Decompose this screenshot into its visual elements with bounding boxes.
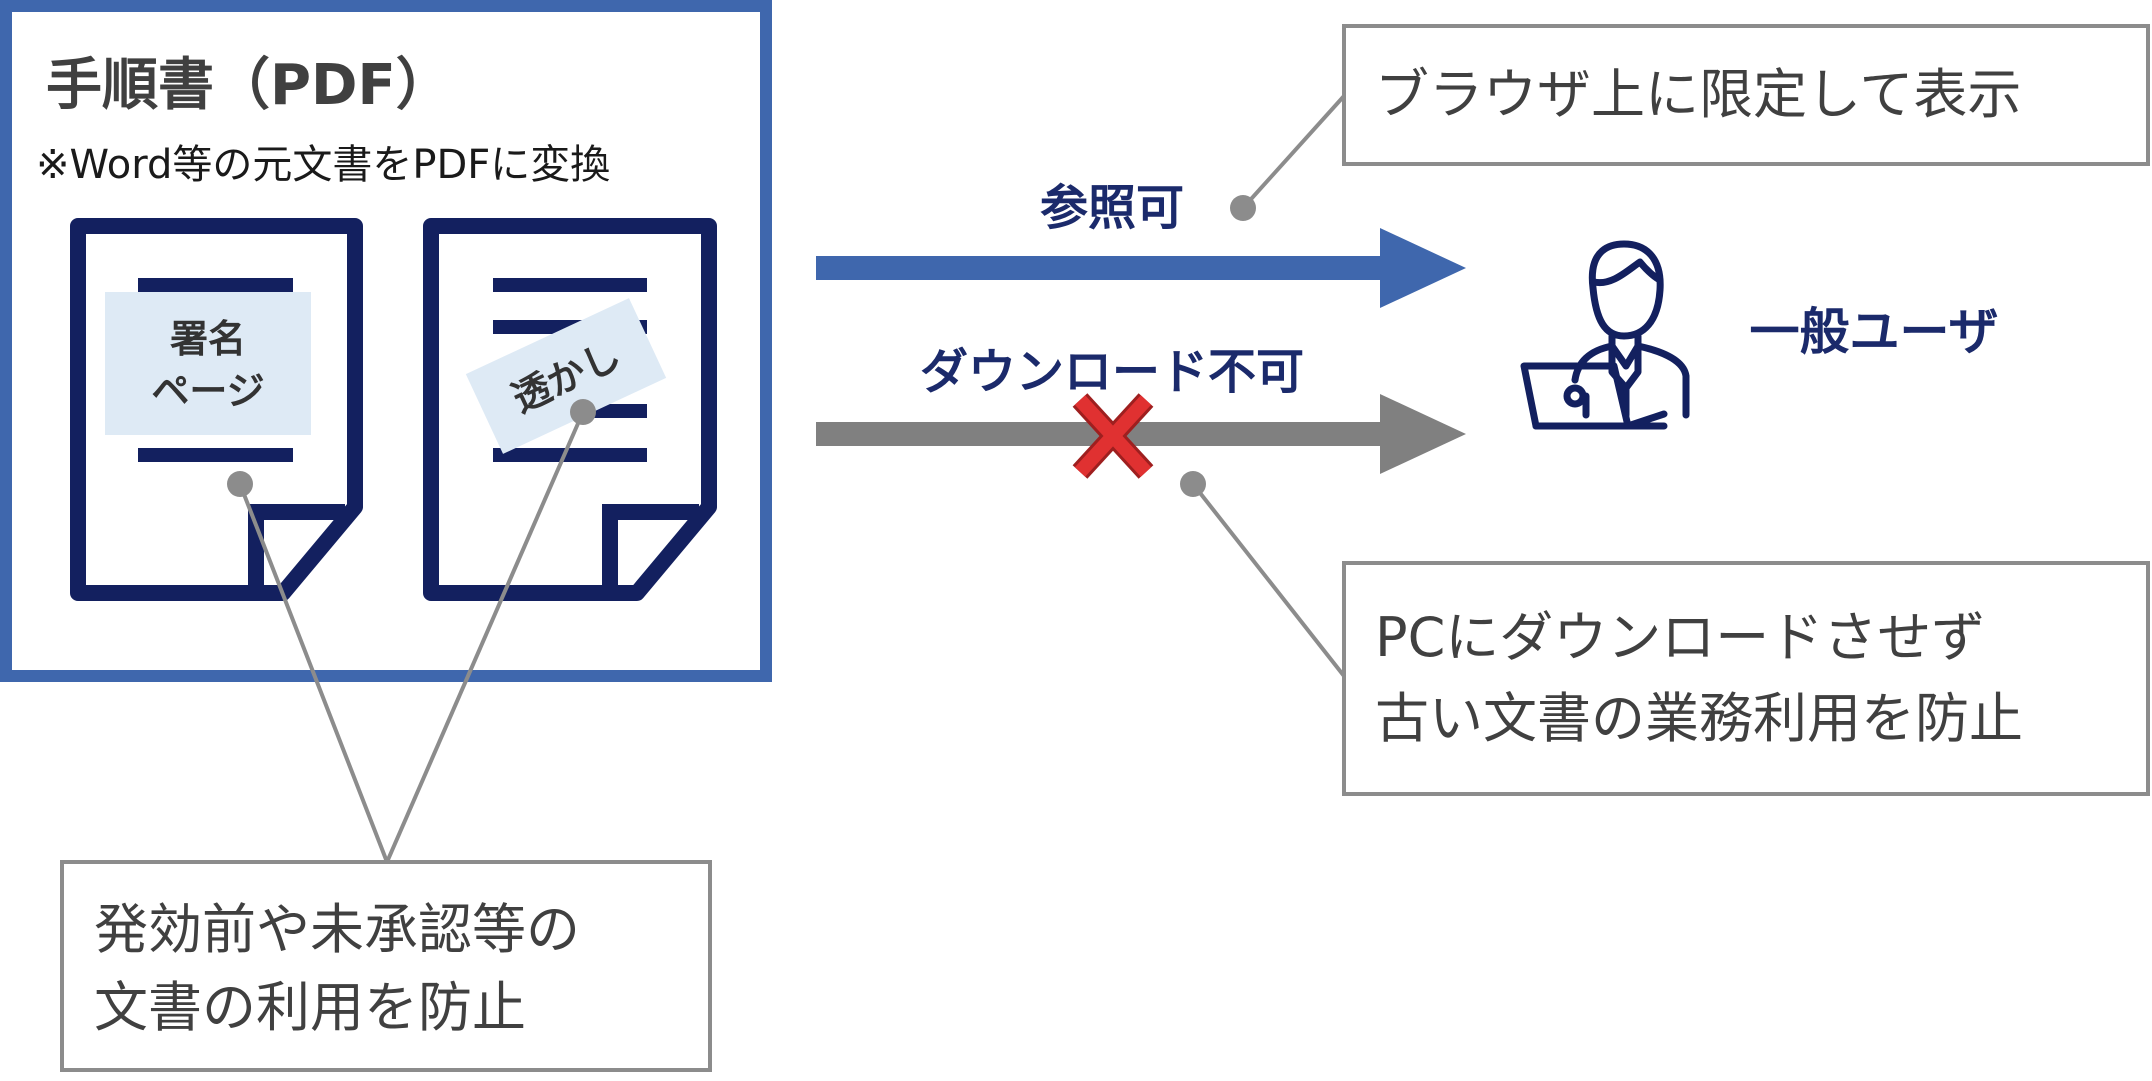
user-with-laptop-icon (1520, 240, 1690, 430)
leader-dots (227, 195, 1256, 497)
watermark-label: 透かし (465, 298, 667, 454)
download-blocked-label: ダウンロード不可 (920, 344, 1304, 400)
general-user-label: 一般ユーザ (1750, 303, 1999, 361)
prevent-use-text-line2: 文書の利用を防止 (94, 976, 526, 1039)
browser-only-callout: ブラウザ上に限定して表示 (1342, 24, 2150, 166)
no-download-text-line2: 古い文書の業務利用を防止 (1375, 687, 2023, 750)
pdf-panel-subtitle: ※Word等の元文書をPDFに変換 (36, 142, 610, 188)
signature-label-line1: 署名 (170, 317, 246, 361)
leader-lines (238, 94, 1346, 863)
view-allowed-label: 参照可 (1040, 180, 1184, 236)
prevent-use-text-line1: 発効前や未承認等の (94, 898, 580, 961)
browser-only-text: ブラウザ上に限定して表示 (1375, 63, 2021, 126)
no-download-callout: PCにダウンロードさせず 古い文書の業務利用を防止 (1342, 561, 2150, 796)
signature-page-label (105, 292, 311, 435)
view-allowed-arrow (816, 228, 1466, 308)
pdf-panel-title: 手順書（PDF） (46, 53, 452, 118)
no-download-text-line1: PCにダウンロードさせず (1375, 606, 1985, 669)
watermark-document-icon: 透かし (423, 218, 717, 601)
signature-document-icon: 署名 ページ (70, 218, 363, 601)
signature-label-line2: ページ (151, 369, 264, 413)
cross-icon (1072, 393, 1154, 479)
prevent-use-callout: 発効前や未承認等の 文書の利用を防止 (60, 860, 712, 1072)
pdf-panel: 手順書（PDF） ※Word等の元文書をPDFに変換 署名 ページ 透かし (0, 0, 772, 682)
